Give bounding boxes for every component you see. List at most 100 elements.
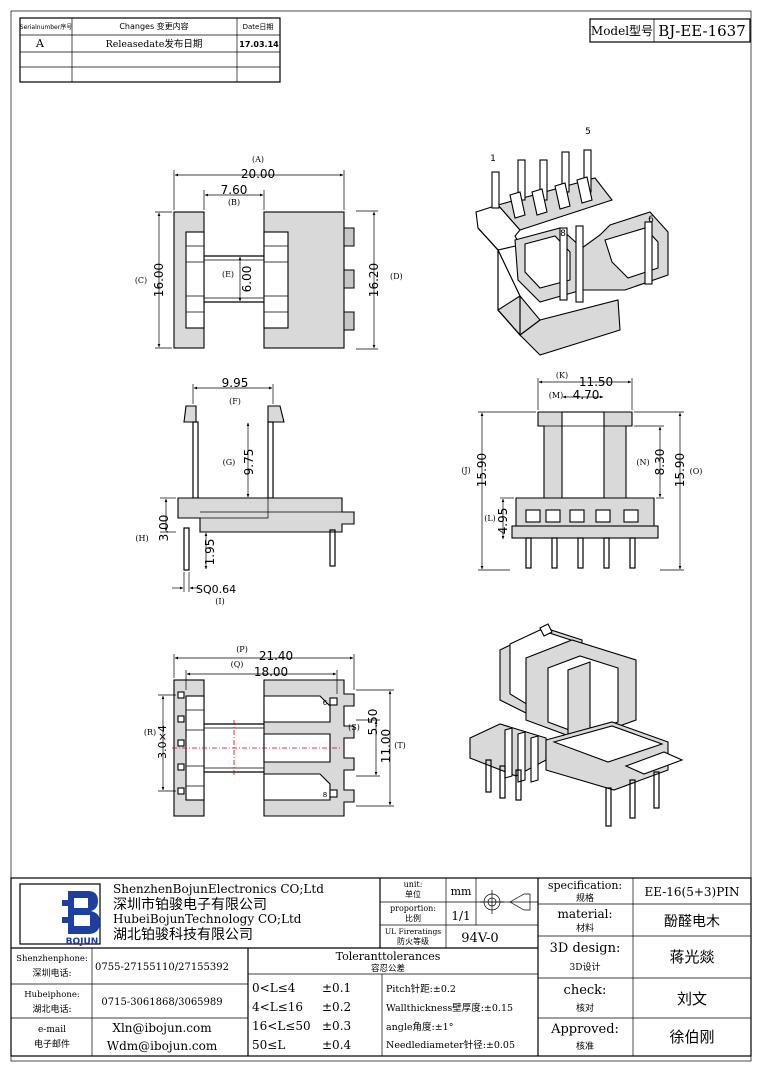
dim-T-label: (T) [394, 741, 406, 750]
title-block: BOJUN ShenzhenBojunElectronics CO;Ltd 深圳… [10, 877, 752, 1057]
model-box: Model型号 BJ-EE-1637 [589, 18, 751, 43]
top-view: (A) 20.00 7.60 (B) (C) 16.00 (E) 6.00 16… [135, 155, 403, 350]
approved-label-cn: 核准 [576, 1040, 594, 1052]
front-view: (K) 11.50 (M) 4.70 (J) 15.90 (L) 4.95 (N… [461, 371, 703, 571]
rev-row-change: Releasedate发布日期 [106, 38, 203, 50]
proportion-label-cn: 比例 [405, 913, 421, 923]
company-en-2: HubeiBojunTechnology CO;Ltd [113, 912, 302, 926]
iso-pin1-label: 1 [490, 154, 496, 164]
dim-H-label: (H) [135, 534, 148, 543]
approved-value: 徐伯刚 [669, 1028, 714, 1046]
dim-P-label: (P) [236, 645, 248, 654]
design-label-en: 3D design: [550, 941, 621, 956]
company-cn-2: 湖北铂骏科技有限公司 [113, 927, 253, 943]
projection-symbol-icon [480, 890, 531, 914]
tol-value-3: ±0.3 [322, 1019, 351, 1033]
shenzhen-phone-label-en: Shenzhenphone: [16, 954, 88, 964]
material-label-cn: 材料 [576, 922, 594, 934]
tol-angle: angle角度:±1° [386, 1021, 453, 1033]
revision-table: Serialnumber序号 Changes 变更内容 Date日期 A Rel… [19, 17, 281, 83]
hubei-phone-label-cn: 湖北电话: [32, 1003, 71, 1015]
hubei-phone-label-en: Hubeiphone: [24, 990, 79, 1000]
bottom-view: (P) 21.40 (Q) 18.00 (R) 3.0×4 (S) 5.50 1… [144, 645, 406, 817]
unit-value: mm [451, 885, 472, 898]
dim-B-label: (B) [228, 198, 240, 207]
dim-O-label: (O) [690, 467, 703, 476]
dim-C-value: 16.00 [152, 263, 166, 297]
dim-D-label: (D) [390, 272, 403, 281]
dim-F-label: (F) [229, 397, 241, 406]
tol-pitch: Pitch针距:±0.2 [386, 983, 456, 995]
rev-row-serial: A [35, 37, 45, 50]
rev-header-changes: Changes 变更内容 [119, 21, 188, 31]
dim-J-value: 15.90 [475, 453, 489, 487]
company-en-1: ShenzhenBojunElectronics CO;Ltd [113, 882, 324, 896]
check-label-en: check: [564, 983, 607, 998]
dim-L-value: 4.95 [496, 508, 510, 535]
bojun-logo: BOJUN [19, 883, 101, 947]
dim-S-value: 5.50 [366, 709, 380, 736]
tol-needle: Needlediameter针径:±0.05 [386, 1039, 515, 1051]
email-2: Wdm@ibojun.com [107, 1039, 218, 1053]
material-value: 酚醛电木 [664, 914, 720, 930]
tol-range-2: 4<L≤16 [252, 1000, 303, 1014]
dim-pin-length-value: 1.95 [203, 539, 217, 566]
rev-header-date: Date日期 [243, 23, 274, 31]
email-label-en: e-mail [38, 1025, 66, 1035]
rev-header-serial: Serialnumber序号 [20, 23, 72, 31]
dim-A-label: (A) [252, 155, 264, 164]
hubei-phone: 0715-3061868/3065989 [101, 997, 222, 1008]
dim-G-value: 9.75 [242, 449, 256, 476]
dim-E-value: 6.00 [240, 266, 254, 293]
dim-I-label: (I) [215, 597, 224, 606]
dim-P-value: 21.40 [259, 649, 293, 663]
dim-R-label: (R) [144, 728, 156, 737]
company-cn-1: 深圳市铂骏电子有限公司 [113, 896, 267, 913]
dim-E-label: (E) [222, 270, 234, 279]
dim-N-label: (N) [636, 458, 649, 467]
dim-G-label: (G) [223, 458, 236, 467]
proportion-label-en: proportion: [390, 904, 436, 913]
bottom-pin6-label: 6 [323, 699, 328, 707]
dim-I-value: SQ0.64 [196, 583, 236, 596]
iso-pin6-label: 6 [648, 215, 654, 225]
dim-O-value: 15.90 [673, 453, 687, 487]
dim-L-label: (L) [484, 514, 496, 523]
dim-S-label: (S) [348, 723, 360, 732]
tol-title-cn: 容忍公差 [371, 963, 405, 974]
dim-B-value: 7.60 [221, 183, 248, 197]
check-value: 刘文 [677, 990, 707, 1008]
dim-C-label: (C) [135, 276, 147, 285]
tol-range-3: 16<L≤50 [252, 1019, 311, 1033]
dim-T-value: 11.00 [379, 729, 393, 763]
email-1: Xln@ibojun.com [112, 1021, 212, 1035]
dim-M-label: (M) [549, 391, 563, 400]
tol-wall: Wallthickness壁厚度:±0.15 [386, 1002, 513, 1014]
dim-M-value: 4.70 [573, 388, 600, 402]
design-label-cn: 3D设计 [570, 961, 601, 973]
dim-A-value: 20.00 [241, 167, 275, 181]
dim-N-value: 8.30 [653, 449, 667, 476]
isometric-view-top: 1 5 6 8 [475, 127, 669, 356]
check-label-cn: 核对 [576, 1002, 594, 1014]
model-label: Model型号 [591, 24, 653, 38]
tol-value-4: ±0.4 [322, 1038, 352, 1052]
approved-label-en: Approved: [550, 1022, 619, 1037]
isometric-view-bottom [469, 623, 684, 827]
tol-value-1: ±0.1 [322, 981, 351, 995]
material-label-en: material: [557, 907, 612, 921]
spec-value: EE-16(5+3)PIN [644, 885, 739, 899]
iso-pin5-label: 5 [585, 127, 591, 137]
shenzhen-phone-label-cn: 深圳电话: [32, 967, 71, 979]
tol-title-en: Toleranttolerances [336, 950, 441, 963]
shenzhen-phone: 0755-27155110/27155392 [95, 962, 229, 973]
dim-Q-value: 18.00 [254, 665, 288, 679]
proportion-value: 1/1 [451, 909, 470, 923]
side-view: 9.95 (F) (G) 9.75 (H) 3.00 1.95 SQ0.64 (… [135, 376, 355, 606]
dim-H-value: 3.00 [157, 515, 171, 542]
tol-value-2: ±0.2 [322, 1000, 351, 1014]
logo-text: BOJUN [66, 937, 99, 947]
model-value: BJ-EE-1637 [658, 22, 746, 40]
spec-label-en: specification: [548, 879, 622, 892]
